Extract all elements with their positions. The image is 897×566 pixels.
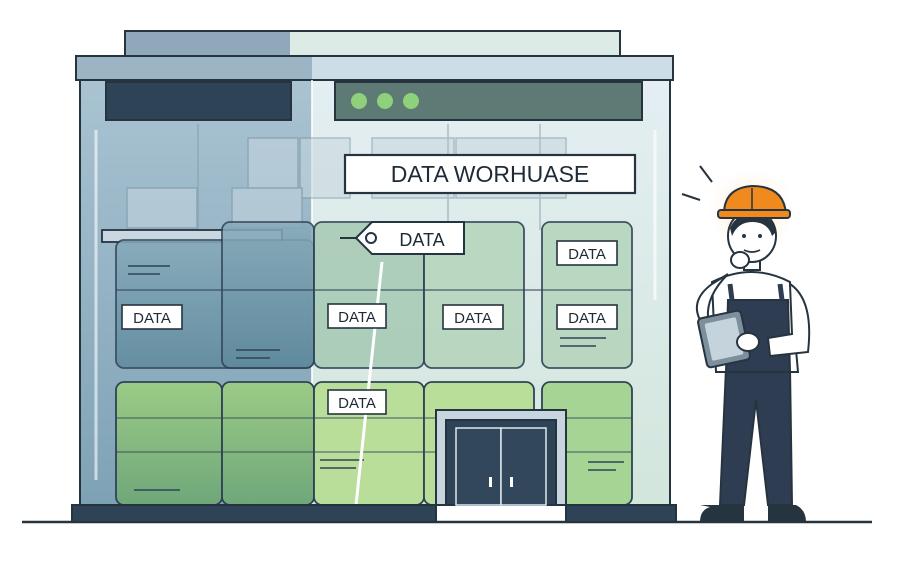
hard-hat-icon (717, 184, 791, 219)
crates-middle-row (115, 221, 633, 369)
tag-string (354, 261, 384, 506)
building-base (71, 504, 437, 523)
building-base (565, 504, 677, 523)
svg-text:DATA: DATA (338, 395, 376, 412)
roof (75, 30, 674, 81)
crate-lines-middle (128, 265, 606, 359)
crate-label: DATA (556, 240, 618, 266)
double-door-icon[interactable] (435, 409, 567, 506)
tag-text: DATA (399, 230, 444, 250)
sign-text: DATA WORHUASE (391, 161, 590, 187)
crate-label: DATA (556, 304, 618, 330)
crate-label: DATA (327, 389, 387, 415)
crate-label: DATA (442, 304, 504, 330)
tablet-icon (697, 309, 760, 369)
crate-lines-lower (134, 459, 624, 491)
data-tag: DATA (340, 221, 465, 255)
svg-text:DATA: DATA (454, 310, 492, 327)
top-panel-left (105, 81, 292, 121)
status-light-icon (403, 93, 419, 109)
svg-text:DATA: DATA (338, 309, 376, 326)
svg-text:DATA: DATA (133, 310, 171, 327)
status-light-icon (351, 93, 367, 109)
svg-text:DATA: DATA (568, 246, 606, 263)
status-light-icon (377, 93, 393, 109)
building-sign: DATA WORHUASE (343, 153, 637, 195)
svg-text:DATA: DATA (568, 310, 606, 327)
crate-label: DATA (121, 304, 183, 330)
crate-label: DATA (327, 303, 387, 329)
